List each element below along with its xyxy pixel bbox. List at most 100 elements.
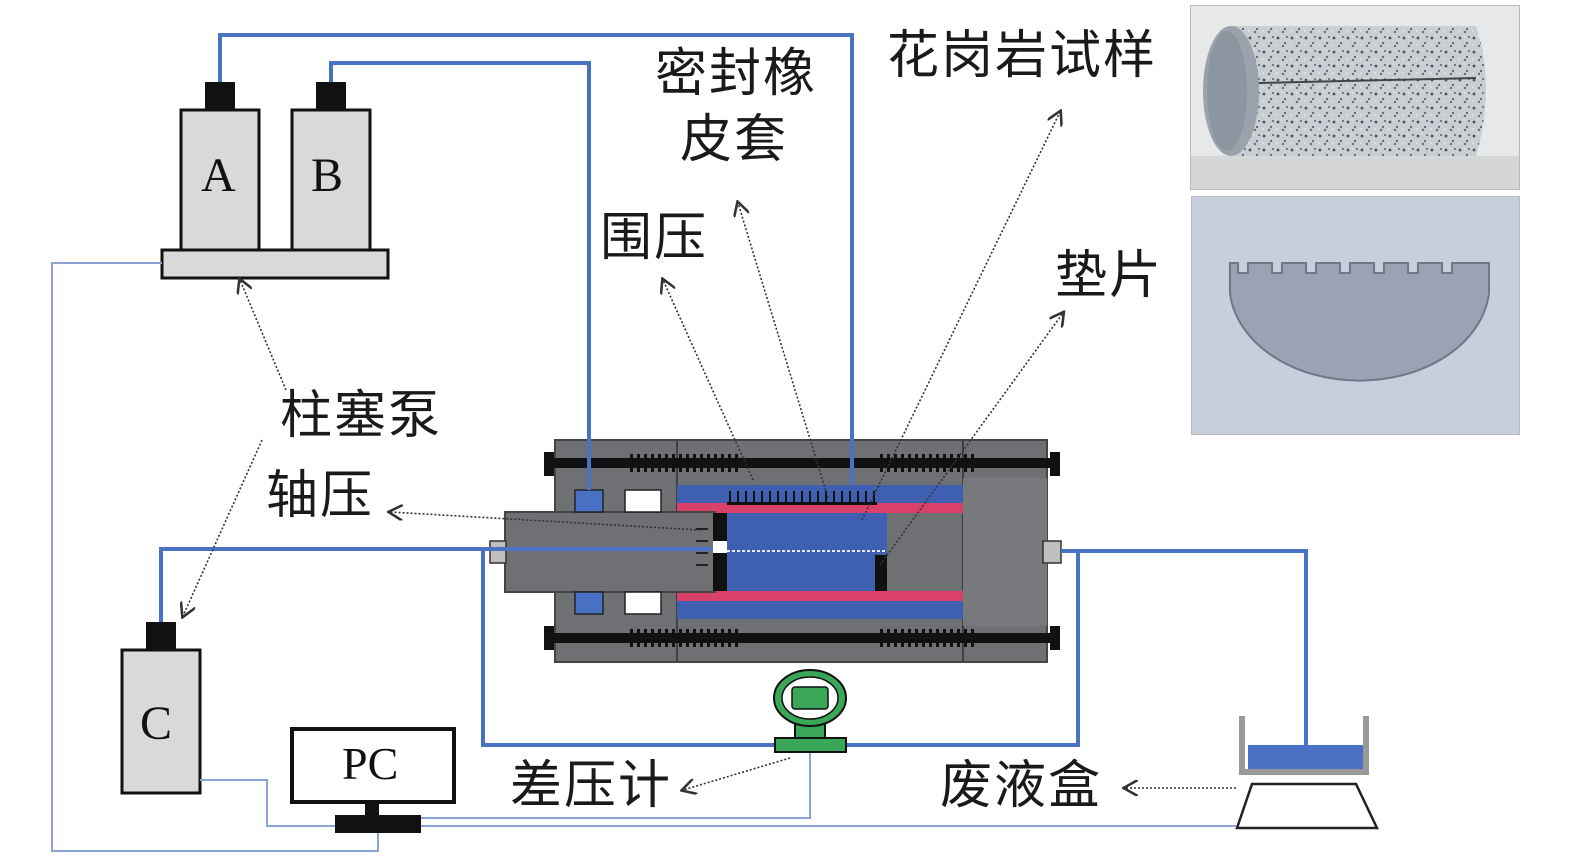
waste-liquid-box — [1235, 716, 1379, 830]
pump-b-label: B — [311, 149, 344, 202]
rib — [809, 491, 811, 503]
thread-tooth — [644, 454, 647, 472]
annotation-arrows — [183, 112, 1236, 790]
port-slot — [696, 564, 708, 566]
thread-tooth — [950, 454, 953, 472]
fluid-pipes — [159, 33, 1308, 752]
waste-liquid — [1248, 745, 1363, 769]
rib — [745, 491, 747, 503]
thread-tooth — [714, 454, 717, 472]
thread-tooth — [637, 454, 640, 472]
confining-pressure-label: 围压 — [600, 208, 709, 268]
thread-tooth — [735, 629, 738, 647]
seal-sleeve-label-line1: 密封橡 — [655, 44, 818, 104]
arrow-to-confining-label — [663, 280, 754, 481]
thread-tooth — [679, 629, 682, 647]
rib — [737, 491, 739, 503]
port-slot — [696, 528, 708, 530]
tie-bolt-bottom — [548, 633, 1056, 643]
pump-ab-assembly — [160, 82, 390, 280]
piston-face-gap — [713, 541, 727, 553]
granite-sample-label: 花岗岩试样 — [887, 26, 1158, 86]
seal-sleeve-label-line2: 皮套 — [680, 110, 789, 170]
pump-c-cap — [146, 622, 176, 650]
thread-tooth — [651, 629, 654, 647]
thread-tooth — [707, 629, 710, 647]
thread-tooth — [880, 629, 883, 647]
spacer-photo — [1191, 196, 1520, 435]
pipe-pump-b-to-axial — [329, 61, 591, 490]
thread-tooth — [957, 454, 960, 472]
pump-c-body — [120, 648, 202, 795]
rib-base — [727, 502, 877, 505]
pc-monitor — [290, 727, 456, 833]
port-slot — [696, 552, 708, 554]
piston-ports — [696, 528, 708, 566]
arrow-to-gauge-label — [683, 757, 791, 790]
thread-tooth — [964, 454, 967, 472]
thread-tooth — [693, 629, 696, 647]
rib — [849, 491, 851, 503]
rib — [801, 491, 803, 503]
pump-a-label: A — [201, 149, 236, 202]
axial-chamber-top-fluid — [574, 489, 604, 513]
spacer-piece — [875, 555, 887, 591]
arrow-to-pump-c — [183, 439, 263, 616]
signal-gauge-to-pc — [421, 752, 811, 819]
bolt-threads — [630, 454, 974, 647]
rib — [817, 491, 819, 503]
thread-tooth — [901, 629, 904, 647]
thread-tooth — [728, 454, 731, 472]
plunger-pump-label: 柱塞泵 — [280, 386, 443, 446]
rib — [865, 491, 867, 503]
pipe-pump-a-to-confining — [218, 33, 854, 485]
tie-bolt-top — [548, 458, 1056, 468]
thread-tooth — [651, 454, 654, 472]
pump-base — [160, 248, 390, 280]
rib — [753, 491, 755, 503]
thread-tooth — [880, 454, 883, 472]
thread-tooth — [665, 629, 668, 647]
pump-b-body — [290, 108, 372, 252]
thread-tooth — [887, 454, 890, 472]
thread-tooth — [686, 629, 689, 647]
thread-tooth — [637, 629, 640, 647]
thread-tooth — [894, 454, 897, 472]
inlet-fitting — [489, 540, 507, 564]
bolt-head-bottom-left — [544, 626, 554, 650]
thread-tooth — [922, 454, 925, 472]
thread-tooth — [721, 454, 724, 472]
bolt-head-top-right — [1050, 452, 1060, 476]
sealing-sleeve-ribs — [727, 491, 877, 505]
rubber-sleeve-top — [677, 503, 963, 513]
bolt-head-bottom-right — [1050, 626, 1060, 650]
rib — [761, 491, 763, 503]
gauge-base — [774, 737, 847, 753]
pipe-inlet-to-gauge — [481, 549, 775, 747]
rib — [729, 491, 731, 503]
axial-piston-head — [504, 511, 716, 593]
axial-chamber-top-void — [624, 489, 662, 513]
pump-c-label: C — [140, 697, 173, 750]
pump-b-cap — [316, 82, 346, 110]
thread-tooth — [971, 629, 974, 647]
confining-fluid-bottom — [677, 601, 963, 619]
thread-tooth — [901, 454, 904, 472]
spacer-label: 垫片 — [1055, 246, 1164, 306]
thread-tooth — [707, 454, 710, 472]
granite-sample-photo — [1190, 5, 1520, 190]
thread-tooth — [714, 629, 717, 647]
thread-tooth — [630, 454, 633, 472]
differential-pressure-gauge — [773, 669, 847, 753]
thread-tooth — [943, 629, 946, 647]
pc-stand — [365, 802, 379, 816]
thread-tooth — [686, 454, 689, 472]
axial-pressure-label: 轴压 — [266, 466, 375, 526]
thread-tooth — [700, 454, 703, 472]
rubber-sleeve-bottom — [677, 591, 963, 601]
thread-tooth — [929, 629, 932, 647]
thread-tooth — [658, 629, 661, 647]
thread-tooth — [936, 629, 939, 647]
thread-tooth — [915, 629, 918, 647]
rib — [833, 491, 835, 503]
